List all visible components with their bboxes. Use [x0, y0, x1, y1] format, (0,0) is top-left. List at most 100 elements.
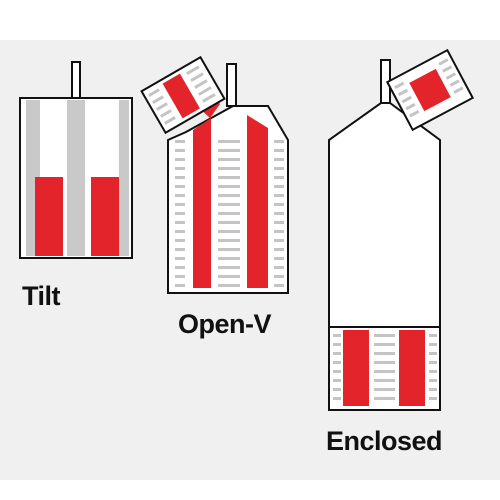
rack-tick: [429, 361, 437, 364]
open-v-rack-lines: [175, 140, 284, 287]
rack-tick: [175, 203, 185, 206]
rack-tick: [175, 212, 185, 215]
rack-tick: [333, 379, 341, 382]
label-enclosed: Enclosed: [326, 426, 443, 456]
rack-tick: [218, 284, 240, 287]
enclosed-battery-2: [399, 330, 425, 406]
rack-tick: [218, 230, 240, 233]
rack-tick: [374, 334, 395, 337]
rack-tick: [218, 176, 240, 179]
rack-tick: [218, 248, 240, 251]
rack-tick: [194, 79, 208, 89]
rack-tick: [175, 149, 185, 152]
rack-tick: [218, 239, 240, 242]
rack-tick: [333, 352, 341, 355]
rack-tick: [175, 257, 185, 260]
rack-tick: [274, 194, 284, 197]
rack-tick: [160, 109, 172, 118]
rack-tick: [429, 343, 437, 346]
rack-tick: [218, 221, 240, 224]
rack-tick: [152, 95, 164, 104]
tilt-vent-pipe: [71, 61, 81, 99]
rack-tick: [333, 397, 341, 400]
label-open-v: Open-V: [178, 309, 272, 339]
rack-tick: [218, 140, 240, 143]
rack-tick: [175, 221, 185, 224]
rack-tick: [394, 81, 405, 90]
rack-tick: [333, 343, 341, 346]
rack-tick: [218, 203, 240, 206]
rack-tick: [274, 158, 284, 161]
enclosed-tray-battery: [409, 68, 451, 112]
rack-tick: [274, 185, 284, 188]
rack-tick: [274, 140, 284, 143]
rack-tick: [175, 239, 185, 242]
rack-tick: [453, 86, 464, 94]
rack-tick: [148, 88, 160, 98]
rack-tick: [374, 352, 395, 355]
rack-tick: [333, 334, 341, 337]
rack-tick: [218, 194, 240, 197]
rack-tick: [175, 266, 185, 269]
rack-tick: [190, 72, 204, 82]
rack-tick: [175, 158, 185, 161]
rack-tick: [175, 248, 185, 251]
open-v-cabinet-outline: [167, 105, 289, 294]
rack-tick: [429, 370, 437, 373]
rack-tick: [274, 221, 284, 224]
rack-tick: [274, 176, 284, 179]
rack-tick: [333, 388, 341, 391]
rack-tick: [198, 86, 212, 96]
rack-tick: [401, 95, 412, 104]
rack-tick: [218, 167, 240, 170]
enclosed-battery-1: [343, 330, 369, 406]
enclosed-rack-lines: [333, 334, 437, 400]
rack-tick: [438, 58, 449, 66]
rack-tick: [186, 65, 200, 76]
rack-tick: [175, 185, 185, 188]
rack-tick: [156, 102, 168, 111]
rack-tick: [429, 388, 437, 391]
tilt-diagram: [19, 61, 133, 259]
rack-tick: [175, 230, 185, 233]
rack-tick: [405, 102, 416, 111]
open-v-battery-right: [247, 115, 268, 288]
tilt-panel-2: [67, 100, 85, 256]
rack-tick: [429, 334, 437, 337]
rack-tick: [374, 397, 395, 400]
rack-tick: [274, 275, 284, 278]
rack-tick: [274, 230, 284, 233]
tilt-battery-2: [91, 177, 119, 256]
rack-tick: [442, 65, 453, 73]
rack-tick: [274, 203, 284, 206]
label-tilt: Tilt: [22, 281, 61, 311]
rack-tick: [449, 79, 460, 87]
rack-tick: [445, 72, 457, 80]
open-v-diagram: [140, 55, 289, 294]
rack-tick: [218, 275, 240, 278]
rack-tick: [274, 248, 284, 251]
rack-tick: [429, 352, 437, 355]
open-v-tray-battery: [162, 73, 200, 119]
rack-tick: [274, 266, 284, 269]
rack-tick: [274, 149, 284, 152]
rack-tick: [175, 167, 185, 170]
rack-tick: [218, 257, 240, 260]
tilt-panel-3: [119, 100, 129, 256]
rack-tick: [175, 140, 185, 143]
tilt-battery-1: [35, 177, 63, 256]
rack-tick: [374, 388, 395, 391]
rack-tick: [274, 284, 284, 287]
rack-tick: [218, 266, 240, 269]
rack-tick: [274, 212, 284, 215]
rack-tick: [397, 88, 409, 97]
open-v-tray-rack-lines: [148, 65, 216, 125]
rack-tick: [218, 212, 240, 215]
open-v-battery-left: [193, 118, 211, 288]
rack-tick: [333, 370, 341, 373]
rack-tick: [274, 257, 284, 260]
rack-tick: [429, 397, 437, 400]
rack-tick: [175, 194, 185, 197]
rack-tick: [333, 361, 341, 364]
